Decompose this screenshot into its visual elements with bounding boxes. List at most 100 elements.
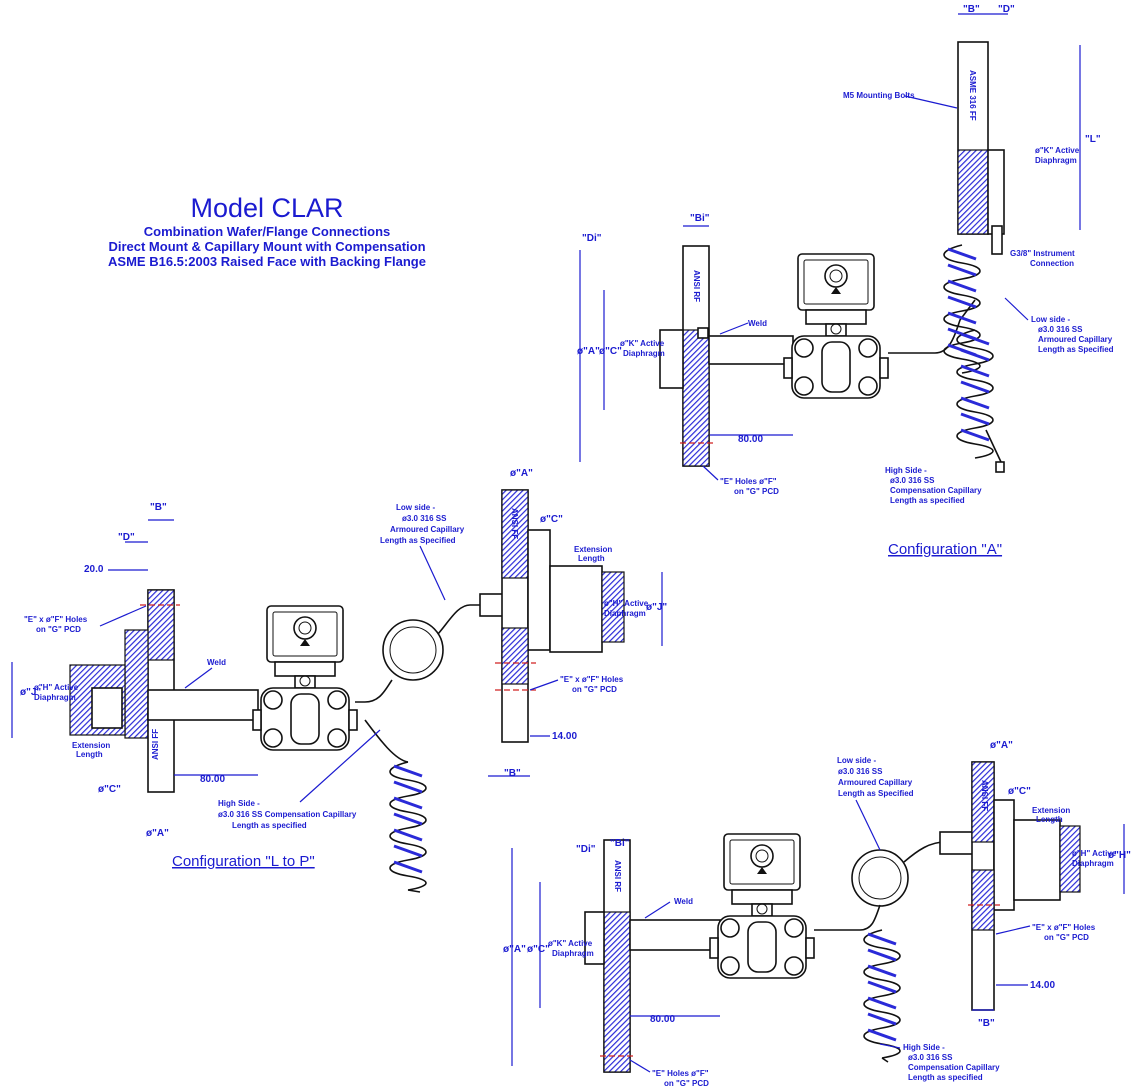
label-weld: Weld bbox=[748, 319, 767, 328]
c-rholes-1: "E" x ø"F" Holes bbox=[1032, 923, 1096, 932]
bottom-transmitter bbox=[709, 833, 815, 979]
configuration-bottom: ANSI RF ANSI FF "Bi" "Di" ø"A" ø"C" ø"K"… bbox=[503, 740, 1131, 1088]
c-holes-1: "E" Holes ø"F" bbox=[652, 1069, 709, 1078]
c-k-2: Diaphragm bbox=[552, 949, 594, 958]
label-m5-bolts: M5 Mounting Bolts bbox=[843, 91, 915, 100]
c-rholes-2: on "G" PCD bbox=[1044, 933, 1089, 942]
stamp-asme-316: ASME 316 FF bbox=[968, 70, 977, 121]
dim-b: "B" bbox=[963, 4, 980, 15]
lp-coil bbox=[388, 760, 428, 892]
c-dim-ra: ø"A" bbox=[990, 740, 1013, 751]
dim-d: "D" bbox=[998, 4, 1015, 15]
dim-l: "L" bbox=[1085, 134, 1101, 145]
flange-face bbox=[659, 329, 684, 389]
lp-dim-rj: ø"J" bbox=[646, 602, 667, 613]
top-flange-section bbox=[957, 149, 989, 235]
c-dim-80: 80.00 bbox=[650, 1014, 675, 1025]
lp-dim-rc: ø"C" bbox=[540, 514, 563, 525]
dim-c: ø"C" bbox=[599, 346, 622, 357]
lp-ext-1: Extension bbox=[72, 741, 110, 750]
c-high-4: Length as specified bbox=[908, 1073, 983, 1082]
label-k-active: ø"K" Active bbox=[1035, 146, 1080, 155]
c-rh-2: Diaphragm bbox=[1072, 859, 1114, 868]
c-low-3: Armoured Capillary bbox=[838, 778, 913, 787]
label-high-1: High Side - bbox=[885, 466, 927, 475]
dim-a: ø"A" bbox=[577, 346, 600, 357]
c-k-1: ø"K" Active bbox=[548, 939, 593, 948]
label-holes-2: on "G" PCD bbox=[734, 487, 779, 496]
lp-dim-ra: ø"A" bbox=[510, 468, 533, 479]
lp-dim-80: 80.00 bbox=[200, 774, 225, 785]
lp-h-1: ø"H" Active bbox=[34, 683, 79, 692]
dim-di: "Di" bbox=[582, 233, 602, 244]
c-low-1: Low side - bbox=[837, 756, 876, 765]
c-dim-rb: "B" bbox=[978, 1018, 995, 1029]
subtitle-line-2: Direct Mount & Capillary Mount with Comp… bbox=[108, 239, 425, 254]
label-k-1: ø"K" Active bbox=[620, 339, 665, 348]
label-k-2: Diaphragm bbox=[623, 349, 665, 358]
lp-high-2: ø3.0 316 SS Compensation Capillary bbox=[218, 810, 357, 819]
lp-rext-1: Extension bbox=[574, 545, 612, 554]
c-rh-1: ø"H" Active bbox=[1072, 849, 1117, 858]
bottom-coil bbox=[862, 928, 902, 1060]
label-g38-2: Connection bbox=[1030, 259, 1074, 268]
title-block: Model CLAR Combination Wafer/Flange Conn… bbox=[108, 193, 426, 269]
lp-rholes-1: "E" x ø"F" Holes bbox=[560, 675, 624, 684]
c-holes-2: on "G" PCD bbox=[664, 1079, 709, 1088]
lp-holes-2: on "G" PCD bbox=[36, 625, 81, 634]
lp-transmitter bbox=[252, 605, 358, 751]
label-high-2: ø3.0 316 SS bbox=[890, 476, 935, 485]
c-high-3: Compensation Capillary bbox=[908, 1063, 1000, 1072]
flange-section bbox=[682, 329, 710, 467]
lp-dim-20: 20.0 bbox=[84, 564, 104, 575]
subtitle-line-1: Combination Wafer/Flange Connections bbox=[144, 224, 391, 239]
configuration-l-to-p: ANSI FF ANSI FF "B" "D" 20.0 "E" x ø"F" bbox=[11, 468, 667, 893]
label-high-4: Length as specified bbox=[890, 496, 965, 505]
lp-holes-1: "E" x ø"F" Holes bbox=[24, 615, 88, 624]
page-title: Model CLAR bbox=[190, 193, 343, 223]
label-high-3: Compensation Capillary bbox=[890, 486, 982, 495]
c-weld: Weld bbox=[674, 897, 693, 906]
lp-low-2: ø3.0 316 SS bbox=[402, 514, 447, 523]
lp-connector-pipe bbox=[147, 689, 259, 721]
lp-dim-14: 14.00 bbox=[552, 731, 577, 742]
stamp-bottom-left: ANSI RF bbox=[613, 860, 622, 892]
label-low-4: Length as Specified bbox=[1038, 345, 1114, 354]
connector-pipe bbox=[708, 335, 794, 365]
c-rext-2: Length bbox=[1036, 815, 1063, 824]
subtitle-line-3: ASME B16.5:2003 Raised Face with Backing… bbox=[108, 254, 426, 269]
lp-rh-1: ø"H" Active bbox=[604, 599, 649, 608]
lp-low-3: Armoured Capillary bbox=[390, 525, 465, 534]
c-dim-c: ø"C" bbox=[527, 944, 550, 955]
c-dim-a: ø"A" bbox=[503, 944, 526, 955]
label-low-1: Low side - bbox=[1031, 315, 1070, 324]
c-low-4: Length as Specified bbox=[838, 789, 914, 798]
lp-dim-a: ø"A" bbox=[146, 828, 169, 839]
lp-ext-2: Length bbox=[76, 750, 103, 759]
stamp-lp-left: ANSI FF bbox=[151, 729, 160, 760]
lp-low-4: Length as Specified bbox=[380, 536, 456, 545]
caption-config-lp: Configuration "L to P" bbox=[172, 853, 315, 870]
label-g38-1: G3/8" Instrument bbox=[1010, 249, 1075, 258]
lp-dim-rb: "B" bbox=[504, 768, 521, 779]
c-rext-1: Extension bbox=[1032, 806, 1070, 815]
c-dim-rc: ø"C" bbox=[1008, 786, 1031, 797]
stamp-lp-right: ANSI FF bbox=[510, 508, 519, 539]
capillary-coil-2 bbox=[955, 328, 995, 460]
label-low-3: Armoured Capillary bbox=[1038, 335, 1113, 344]
c-dim-rhh: ø"H" bbox=[1108, 850, 1131, 861]
c-dim-di: "Di" bbox=[576, 844, 596, 855]
stamp-bottom-right: ANSI FF bbox=[980, 780, 989, 811]
caption-config-a: Configuration "A" bbox=[888, 541, 1002, 558]
lp-rholes-2: on "G" PCD bbox=[572, 685, 617, 694]
lp-dim-d: "D" bbox=[118, 532, 135, 543]
stamp-ansi-rf: ANSI RF bbox=[692, 270, 701, 302]
lp-rh-2: Diaphragm bbox=[604, 609, 646, 618]
lp-high-1: High Side - bbox=[218, 799, 260, 808]
label-k-diaphragm: Diaphragm bbox=[1035, 156, 1077, 165]
lp-dim-c: ø"C" bbox=[98, 784, 121, 795]
lp-dim-b: "B" bbox=[150, 502, 167, 513]
transmitter bbox=[783, 253, 889, 399]
label-low-2: ø3.0 316 SS bbox=[1038, 325, 1083, 334]
